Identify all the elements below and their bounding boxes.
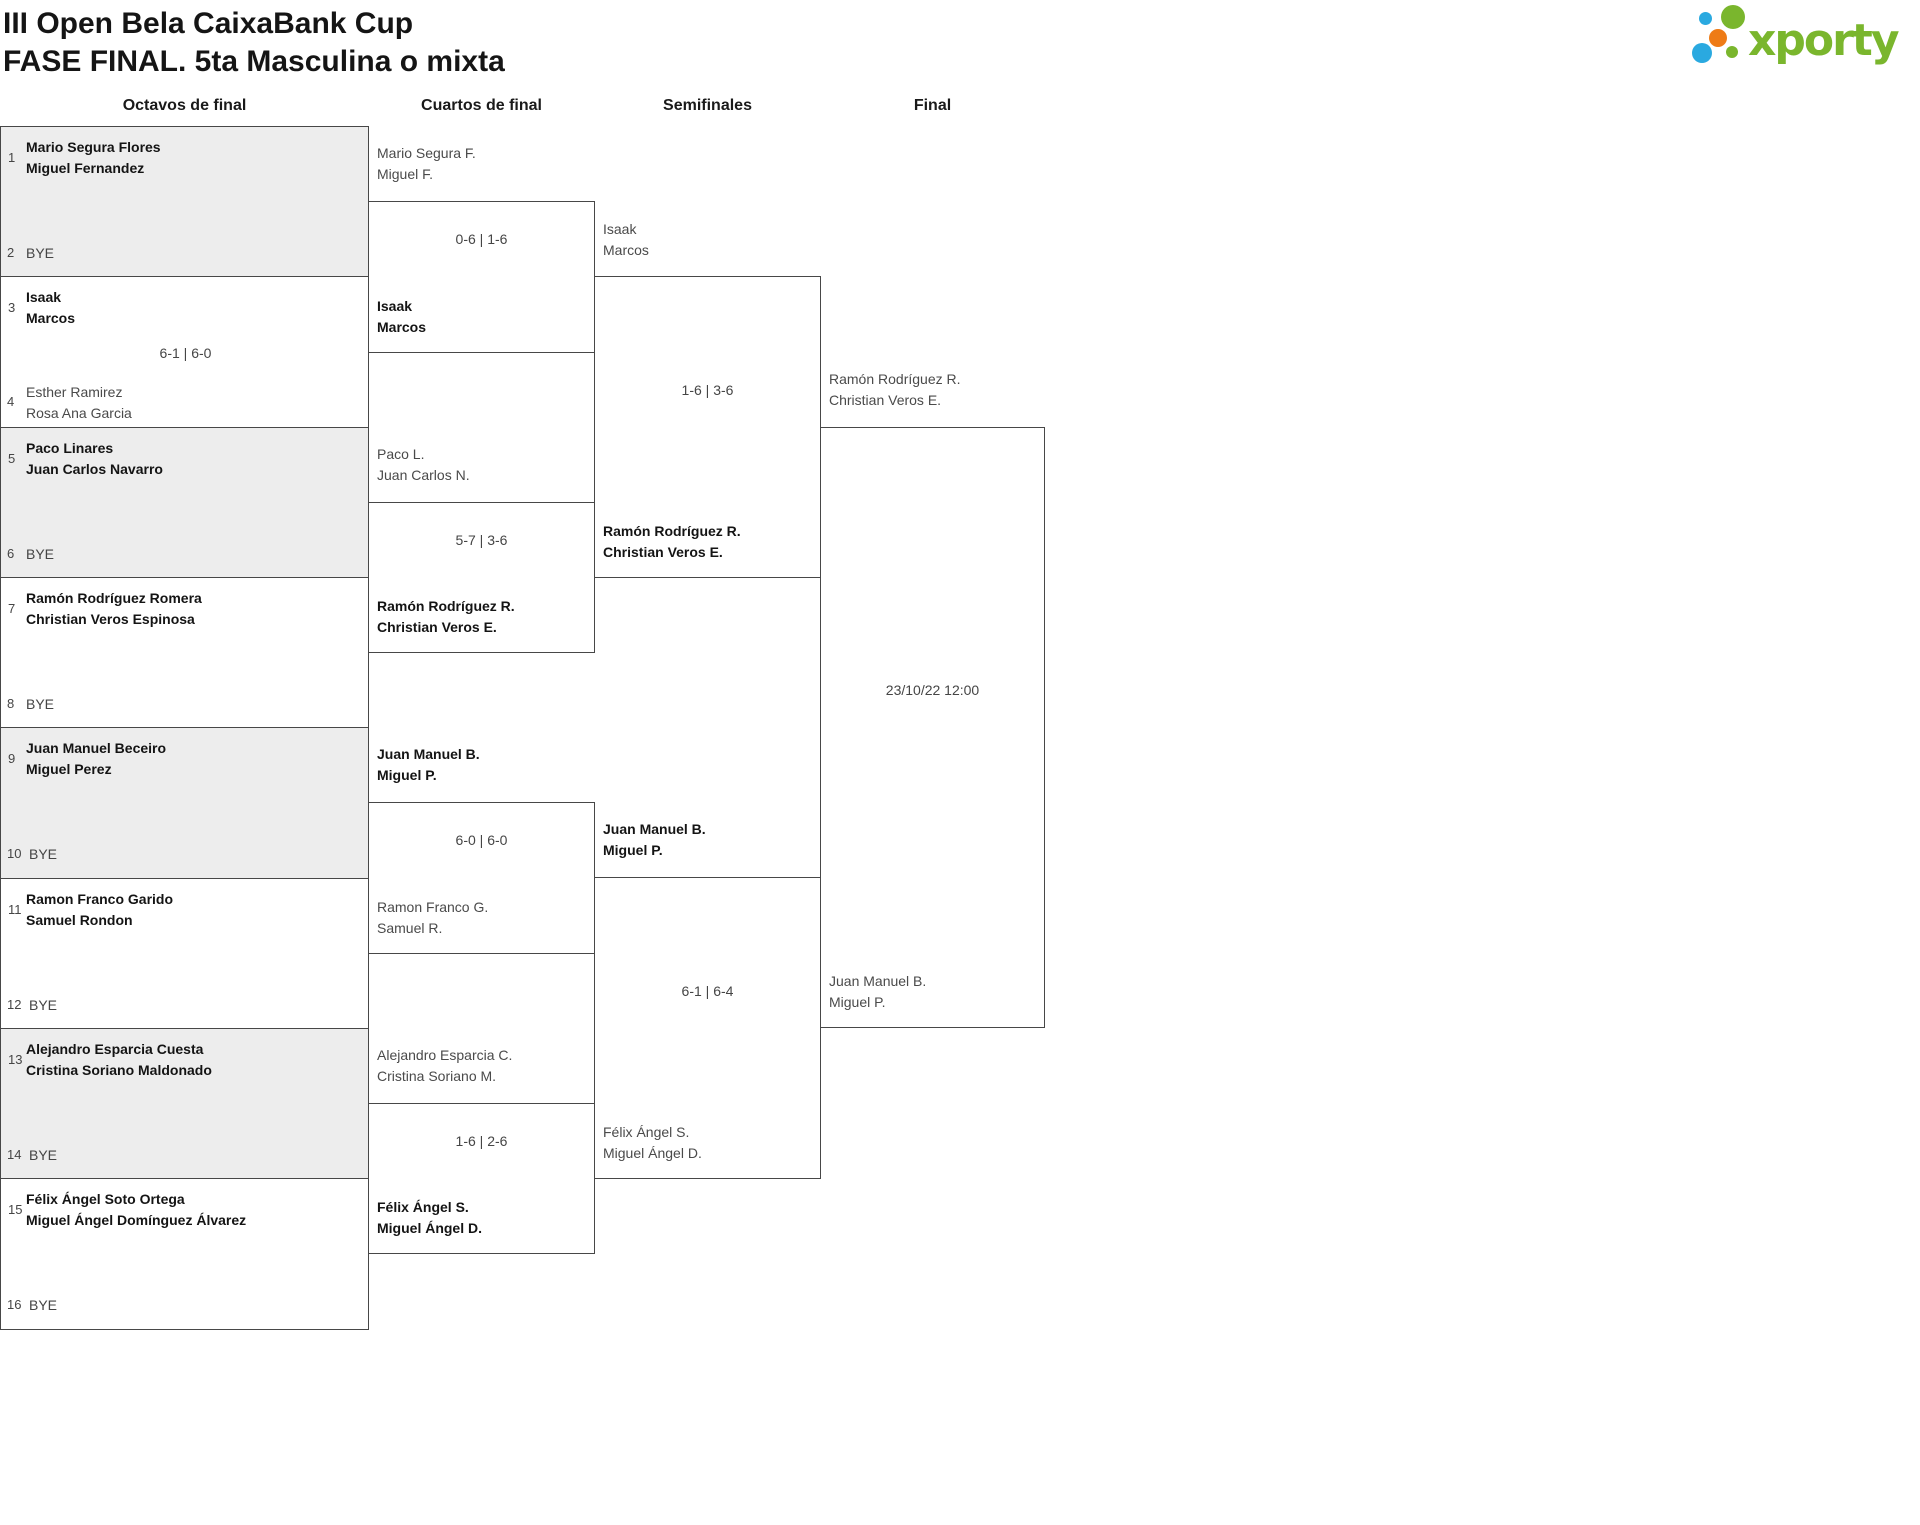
- seed-number: 8: [7, 696, 15, 711]
- match-datetime: 23/10/22 12:00: [885, 682, 980, 698]
- logo-dot-blue-large: [1692, 43, 1712, 63]
- seed-number: 10: [7, 846, 22, 861]
- team-name: Ramón Rodríguez R.Christian Veros E.: [603, 523, 741, 560]
- round-header-cuartos: Cuartos de final: [421, 97, 542, 114]
- seed-number: 15: [8, 1202, 23, 1217]
- match-score: 0-6 | 1-6: [455, 231, 508, 247]
- match-score: 1-6 | 2-6: [455, 1133, 508, 1149]
- match-score: 5-7 | 3-6: [455, 532, 508, 548]
- team-name: Félix Ángel S.Miguel Ángel D.: [603, 1124, 702, 1161]
- seed-number: 6: [7, 546, 15, 561]
- round-header-final: Final: [913, 97, 952, 114]
- round-header-semifinales: Semifinales: [663, 97, 752, 114]
- seed-number: 14: [7, 1147, 22, 1162]
- match-score: 6-0 | 6-0: [455, 832, 508, 848]
- seed-number: 2: [7, 245, 15, 260]
- team-name: Alejandro Esparcia C.Cristina Soriano M.: [377, 1047, 513, 1084]
- seed-number: 3: [8, 300, 16, 315]
- team-name: Juan Manuel B.Miguel P.: [603, 821, 706, 858]
- logo-dot-blue-small: [1699, 12, 1712, 25]
- tournament-title: III Open Bela CaixaBank Cup: [3, 7, 414, 40]
- xporty-logo: xporty: [1690, 3, 1920, 73]
- round-header-octavos: Octavos de final: [122, 97, 247, 114]
- seed-number: 9: [8, 751, 16, 766]
- team-name: Ramon Franco G.Samuel R.: [377, 899, 489, 936]
- match-score: 6-1 | 6-0: [159, 345, 212, 361]
- team-name: Mario Segura F.Miguel F.: [377, 145, 476, 182]
- team-name: Ramón Rodríguez R.Christian Veros E.: [829, 371, 961, 408]
- team-name: Ramón Rodríguez R.Christian Veros E.: [377, 598, 515, 635]
- bye-label: BYE: [26, 696, 55, 712]
- seed-number: 4: [7, 394, 15, 409]
- match-score: 6-1 | 6-4: [681, 983, 734, 999]
- seed-number: 7: [8, 601, 16, 616]
- match-score: 1-6 | 3-6: [681, 382, 734, 398]
- logo-dot-orange: [1709, 29, 1727, 47]
- bye-label: BYE: [26, 245, 55, 261]
- seed-number: 12: [7, 997, 22, 1012]
- logo-wordmark: xporty: [1748, 14, 1900, 66]
- tournament-subtitle: FASE FINAL. 5ta Masculina o mixta: [3, 45, 505, 78]
- logo-dot-green-large: [1721, 5, 1745, 29]
- seed-number: 1: [8, 150, 16, 165]
- seed-number: 16: [7, 1297, 22, 1312]
- bye-label: BYE: [29, 1147, 58, 1163]
- bye-label: BYE: [29, 846, 58, 862]
- logo-dot-green-small: [1726, 46, 1738, 58]
- final-box: [820, 427, 1045, 1028]
- team-name: Félix Ángel S.Miguel Ángel D.: [377, 1199, 482, 1236]
- team-name: Juan Manuel B.Miguel P.: [829, 973, 927, 1010]
- seed-number: 11: [8, 902, 22, 917]
- team-name: Juan Manuel B.Miguel P.: [377, 746, 480, 783]
- seed-number: 13: [8, 1052, 23, 1067]
- team-name: Paco L.Juan Carlos N.: [377, 446, 470, 483]
- bye-label: BYE: [29, 1297, 58, 1313]
- seed-number: 5: [8, 451, 16, 466]
- semifinal-2-box: [594, 877, 821, 1179]
- bye-label: BYE: [26, 546, 55, 562]
- bye-label: BYE: [29, 997, 58, 1013]
